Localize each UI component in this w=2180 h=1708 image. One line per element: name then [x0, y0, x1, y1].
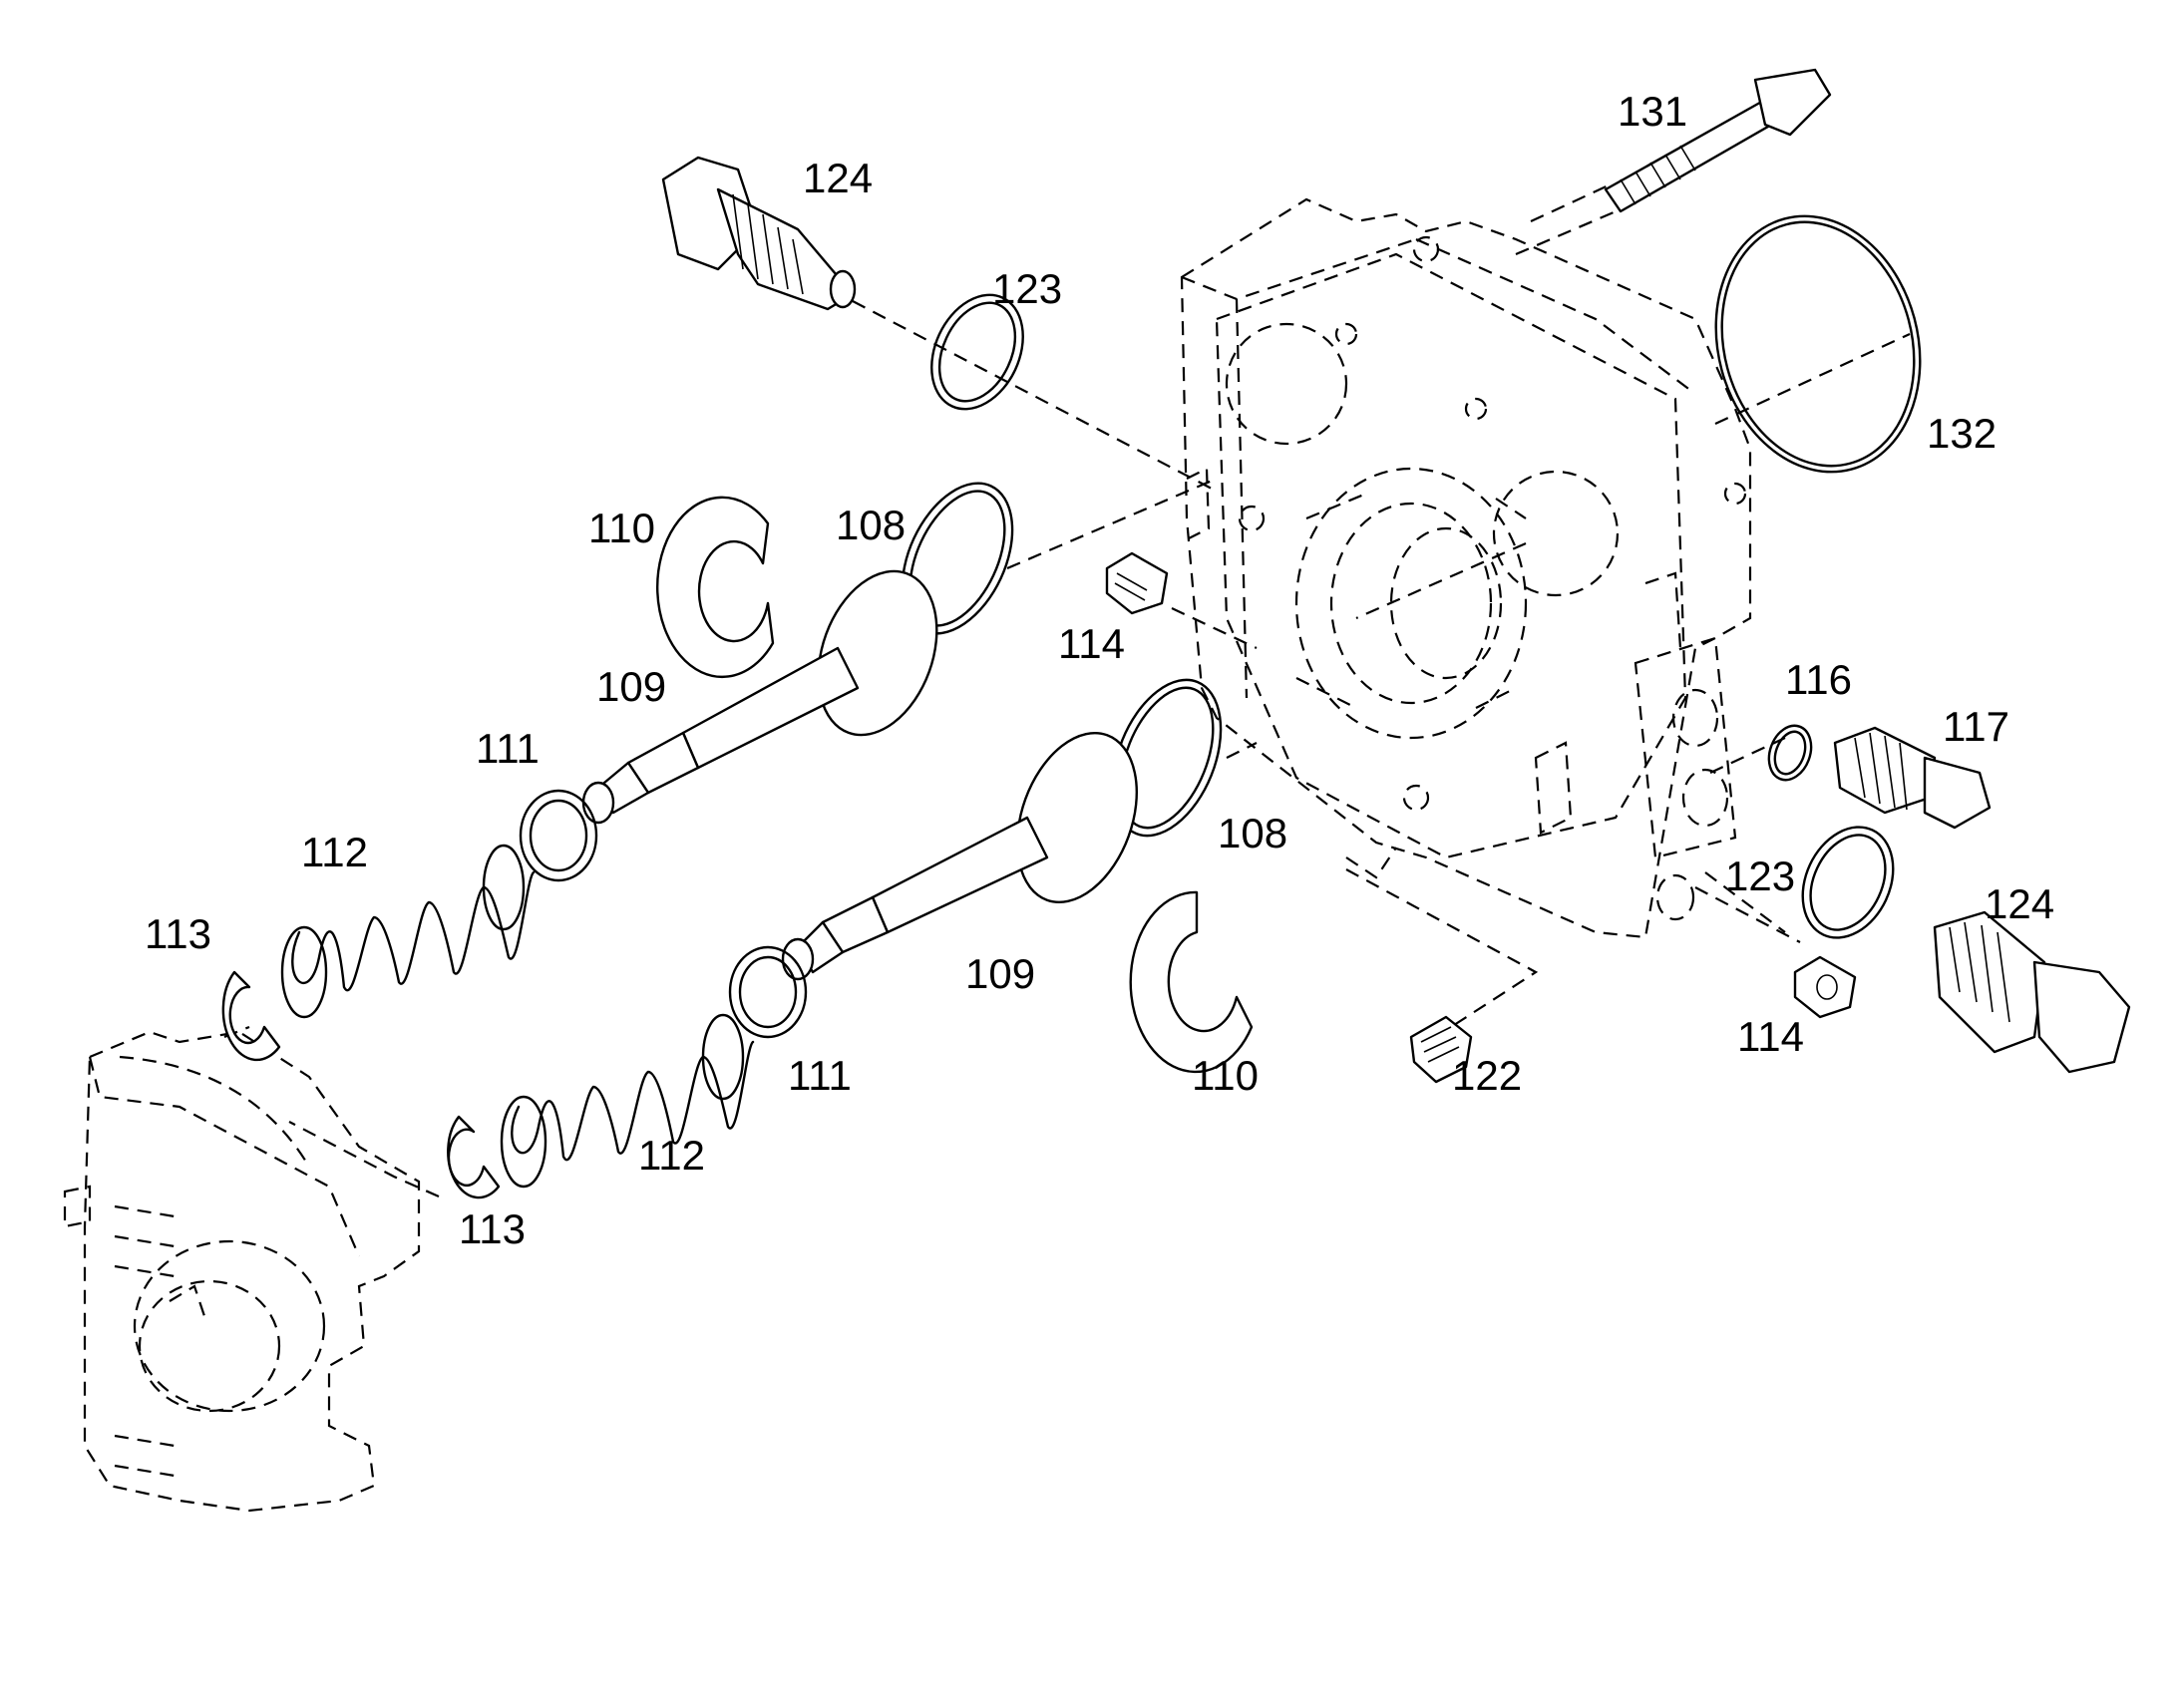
part-132-large-oring — [1714, 214, 1922, 474]
part-123-oring-top — [930, 293, 1024, 411]
part-111-washer-top — [519, 789, 598, 882]
label-123-top: 123 — [992, 265, 1062, 312]
part-110-clip-top — [656, 496, 775, 679]
part-131-bolt — [1604, 68, 1832, 213]
label-112-bottom: 112 — [638, 1132, 705, 1179]
label-124-top: 124 — [803, 155, 873, 201]
part-112-spring-top — [280, 844, 536, 1019]
center-lines — [223, 183, 1911, 1198]
label-109-top: 109 — [596, 663, 666, 710]
label-132: 132 — [1927, 410, 1997, 457]
label-113-top: 113 — [145, 910, 211, 957]
label-117: 117 — [1943, 703, 2009, 750]
part-114-plug-top — [1105, 551, 1169, 615]
part-124-valve-right — [1933, 910, 2131, 1074]
part-110-clip-bottom — [1129, 890, 1254, 1074]
part-113-retainer-bottom — [447, 1115, 501, 1199]
part-109-spool-bottom — [781, 731, 1139, 981]
part-123-oring-right — [1801, 826, 1895, 939]
label-109-bottom: 109 — [965, 950, 1035, 997]
label-122: 122 — [1452, 1052, 1522, 1099]
part-114-plug-right — [1793, 955, 1857, 1019]
label-131: 131 — [1618, 88, 1687, 135]
label-112-top: 112 — [301, 829, 368, 875]
label-110-top: 110 — [588, 505, 655, 551]
part-108-ring-mid — [1111, 678, 1223, 838]
callout-labels: 131 124 123 132 110 108 114 109 111 112 … — [145, 88, 2054, 1252]
label-110-bottom: 110 — [1192, 1052, 1259, 1099]
label-108-top: 108 — [836, 502, 906, 548]
label-111-top: 111 — [476, 725, 540, 772]
part-113-retainer-top — [221, 970, 281, 1062]
label-116: 116 — [1785, 656, 1852, 703]
label-113-bottom: 113 — [459, 1205, 526, 1252]
part-109-spool-top — [581, 569, 938, 825]
label-124-right: 124 — [1985, 880, 2054, 927]
part-111-washer-bottom — [728, 945, 808, 1039]
label-114-top: 114 — [1058, 620, 1125, 667]
label-123-right: 123 — [1725, 853, 1795, 899]
label-111-bottom: 111 — [788, 1052, 852, 1099]
part-112-spring-bottom — [500, 1013, 755, 1189]
part-124-valve-top — [661, 156, 857, 311]
label-114-right: 114 — [1737, 1013, 1804, 1060]
main-housing — [1180, 197, 1752, 939]
label-108-mid: 108 — [1218, 810, 1287, 856]
part-122-set-screw — [1409, 1015, 1473, 1084]
part-116-oring-small — [1767, 724, 1813, 782]
part-117-plug-valve — [1833, 726, 1992, 830]
left-housing — [63, 1030, 421, 1513]
